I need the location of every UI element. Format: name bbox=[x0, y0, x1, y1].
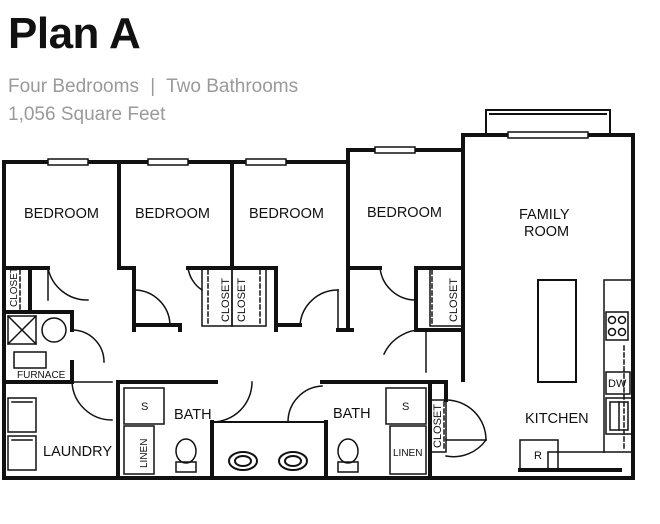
vanity bbox=[211, 421, 327, 479]
windows bbox=[47, 131, 589, 166]
doors bbox=[47, 267, 488, 458]
bath-2-fixtures bbox=[337, 387, 427, 475]
interior-walls bbox=[2, 148, 622, 480]
bath-1-label: BATH bbox=[174, 407, 212, 423]
washer-dryer bbox=[7, 397, 37, 471]
kitchen-island bbox=[537, 279, 577, 383]
shower-1-label: S bbox=[141, 401, 148, 413]
closet-2-label: CLOSET bbox=[220, 278, 232, 322]
bedroom-4-label: BEDROOM bbox=[367, 205, 442, 221]
bedroom-3-label: BEDROOM bbox=[249, 206, 324, 222]
bath-1-fixtures bbox=[123, 387, 197, 475]
closet-bedroom-3 bbox=[231, 267, 267, 327]
closet-4-label: CLOSET bbox=[448, 278, 460, 322]
dishwasher-label: DW bbox=[608, 378, 627, 390]
linen-2-label: LINEN bbox=[393, 448, 422, 459]
kitchen-counter bbox=[519, 279, 634, 471]
bath-2-label: BATH bbox=[333, 406, 371, 422]
furnace-unit bbox=[6, 314, 67, 369]
closet-bedroom-1 bbox=[3, 267, 31, 313]
bedroom-2-label: BEDROOM bbox=[135, 206, 210, 222]
closet-5-label: CLOSET bbox=[432, 404, 444, 448]
laundry-label: LAUNDRY bbox=[43, 444, 112, 460]
bay-window bbox=[485, 109, 611, 136]
furnace-label: FURNACE bbox=[17, 370, 66, 381]
summary-separator: | bbox=[150, 76, 156, 97]
closet-1-label: CLOSET bbox=[9, 267, 20, 307]
refrigerator-label: R bbox=[534, 450, 542, 462]
bedroom-1-label: BEDROOM bbox=[24, 206, 99, 222]
closet-3-label: CLOSET bbox=[236, 278, 248, 322]
plan-summary: Four Bedrooms | Two Bathrooms bbox=[8, 75, 298, 99]
bedroom-count: Four Bedrooms bbox=[8, 76, 139, 97]
closet-hall bbox=[429, 399, 447, 453]
closet-bedroom-4 bbox=[429, 267, 464, 327]
family-room-label-line1: FAMILY bbox=[519, 207, 570, 223]
bathroom-count: Two Bathrooms bbox=[166, 76, 299, 97]
linen-1-label: LINEN bbox=[139, 439, 150, 468]
plan-title: Plan A bbox=[8, 9, 141, 58]
shower-2-label: S bbox=[402, 401, 409, 413]
plan-area: 1,056 Square Feet bbox=[8, 104, 166, 125]
kitchen-label: KITCHEN bbox=[525, 411, 589, 427]
family-room-label-line2: ROOM bbox=[524, 224, 569, 240]
